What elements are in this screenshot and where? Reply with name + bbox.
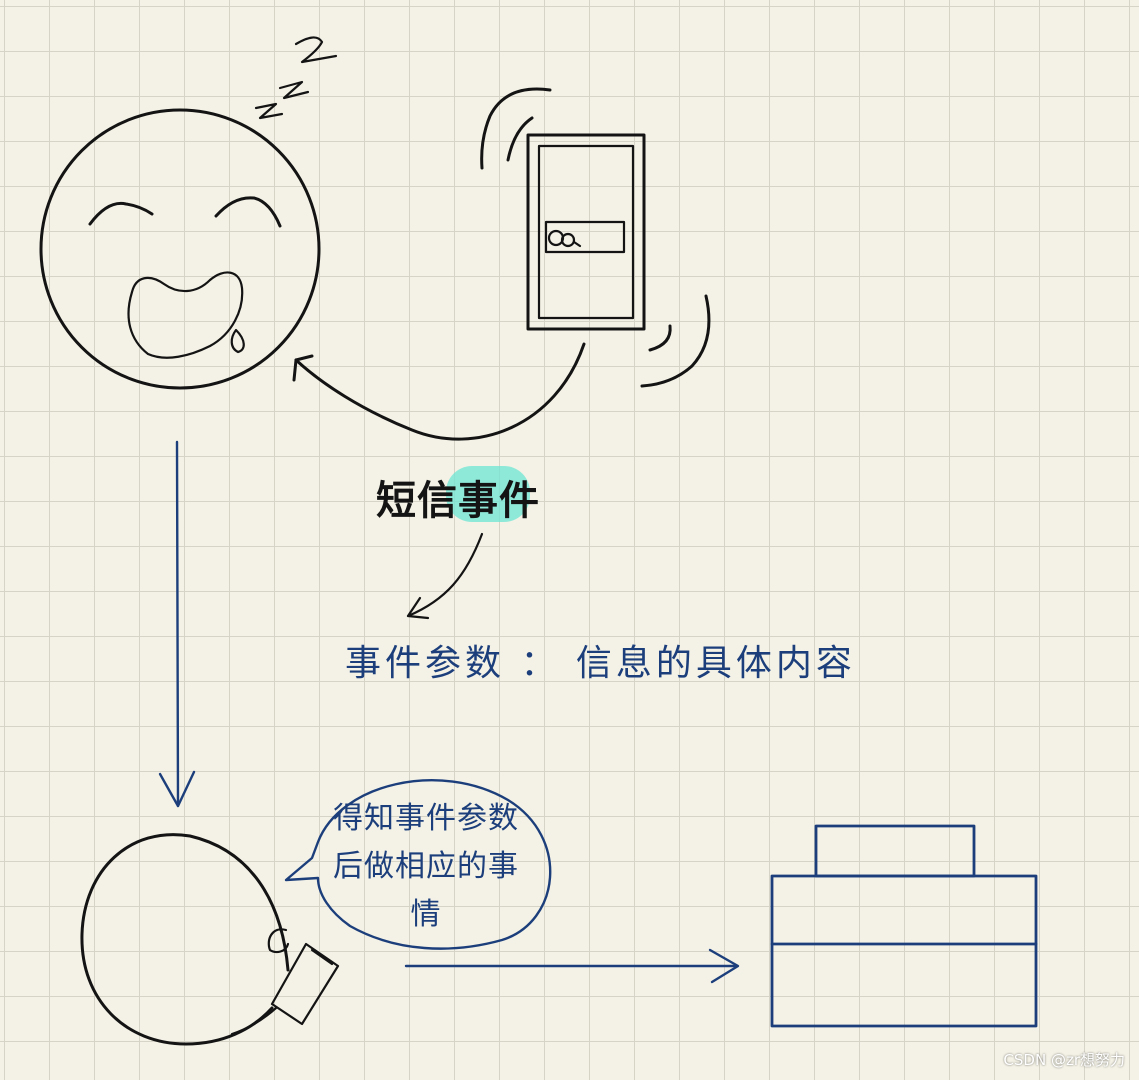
vibration-lines [480,87,711,388]
ringing-phone-icon [526,133,646,331]
sms-arrow [292,342,586,441]
highlighter-mark [446,466,530,522]
right-arrow [404,948,740,984]
speech-bubble [284,779,552,950]
event-params-label: 事件参数 ： 信息的具体内容 [345,643,856,684]
sleeping-face-icon [39,108,321,390]
sms-event-label: 短信事件 [376,477,540,524]
box-icon [770,824,1038,1028]
down-arrow [158,440,196,808]
person-with-phone-icon [80,833,340,1046]
watermark: CSDN @zr想努力 [1003,1051,1125,1069]
param-arrow [406,532,484,620]
speech-bubble-text: 得知事件参数后做相应的事情 [333,801,519,932]
snore-z-icon [254,36,338,120]
